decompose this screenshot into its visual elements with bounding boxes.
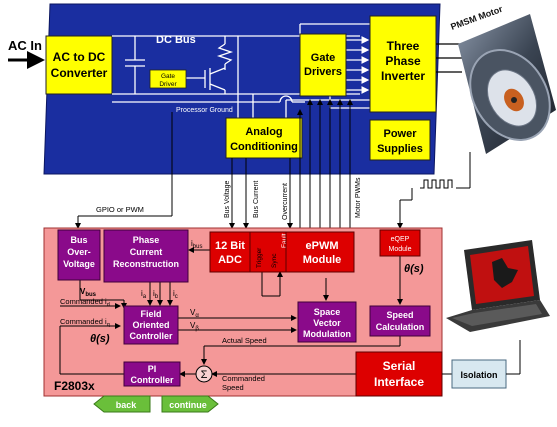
- svm-line1: Space: [314, 307, 341, 317]
- gate-driver-small: Gate Driver: [149, 69, 187, 89]
- svm-line3: Modulation: [303, 329, 351, 339]
- commanded-speed-line1: Commanded: [222, 374, 265, 383]
- epwm-module-block: ePWM Module: [285, 231, 355, 273]
- eqep-line2: Module: [389, 246, 412, 253]
- theta-foc-label: θ(s): [90, 333, 110, 345]
- analog-line2: Conditioning: [230, 141, 298, 153]
- ac-in-input: AC In: [8, 38, 45, 69]
- bus-ov-line3: Voltage: [63, 259, 95, 269]
- phase-current-line2: Current: [130, 247, 163, 257]
- continue-button-label: continue: [169, 400, 207, 410]
- ac-dc-line1: AC to DC: [53, 50, 106, 64]
- adc-line1: 12 Bit: [215, 240, 245, 252]
- foc-block: Field Oriented Controller: [123, 305, 179, 345]
- overcurrent-label: Overcurrent: [282, 183, 289, 220]
- gate-drivers-line1: Gate: [311, 52, 335, 64]
- commanded-id-label: Commanded id: [60, 297, 110, 308]
- gate-driver-small-line2: Driver: [159, 81, 177, 88]
- gate-drivers-block: Gate Drivers: [299, 33, 347, 97]
- phase-current-line1: Phase: [133, 235, 160, 245]
- sum-symbol: Σ: [201, 369, 208, 381]
- pi-controller-block: PI Controller: [123, 361, 181, 387]
- bus-current-label: Bus Current: [253, 181, 260, 218]
- serial-line1: Serial: [383, 359, 416, 373]
- signal-lines: [75, 99, 353, 229]
- controller-wiring: [59, 247, 403, 377]
- summing-junction: Σ: [195, 365, 213, 383]
- ac-dc-converter: AC to DC Converter: [45, 35, 113, 95]
- commanded-speed-line2: Speed: [222, 383, 244, 392]
- foc-line3: Controller: [129, 331, 172, 341]
- phase-current-line3: Reconstruction: [113, 259, 179, 269]
- pmsm-motor-image: PMSM Motor: [397, 4, 556, 229]
- ib-label: ib: [153, 289, 159, 300]
- speed-calc-line1: Speed: [386, 310, 413, 320]
- analog-conditioning-block: Analog Conditioning: [225, 117, 303, 159]
- foc-line1: Field: [140, 309, 161, 319]
- pi-line1: PI: [148, 364, 157, 374]
- eqep-line1: eQEP: [391, 236, 410, 243]
- phase-current-block: Phase Current Reconstruction: [103, 229, 189, 283]
- motor-pwms-label: Motor PWMs: [355, 177, 362, 218]
- adc-block: 12 Bit ADC: [209, 231, 251, 273]
- bus-ov-line1: Bus: [70, 235, 87, 245]
- speed-calc-line2: Calculation: [376, 322, 425, 332]
- vbus-label: Vbus: [80, 287, 97, 298]
- ia-label: ia: [141, 289, 147, 300]
- commanded-iq-label: Commanded iq: [60, 317, 110, 328]
- serial-line2: Interface: [374, 375, 424, 389]
- epwm-line1: ePWM: [306, 240, 339, 252]
- svm-line2: Vector: [313, 318, 341, 328]
- sync-label: Sync: [271, 253, 278, 268]
- eqep-module-block: eQEP Module: [379, 229, 421, 257]
- back-button[interactable]: back: [93, 395, 151, 413]
- dc-bus-label: DC Bus: [156, 34, 196, 46]
- trigger-sync-fault-strip: Trigger Sync Fault: [249, 231, 288, 273]
- gate-driver-arrows: [345, 36, 370, 94]
- bus-overvoltage-block: Bus Over- Voltage: [57, 229, 101, 281]
- back-button-label: back: [116, 400, 138, 410]
- bus-voltage-label: Bus Voltage: [224, 181, 231, 218]
- power-supplies-block: Power Supplies: [369, 119, 431, 161]
- foc-line2: Oriented: [132, 320, 169, 330]
- epwm-line2: Module: [303, 254, 342, 266]
- bus-ov-line2: Over-: [67, 247, 91, 257]
- fault-label: Fault: [281, 233, 288, 248]
- inverter-line1: Three: [387, 39, 420, 53]
- analog-line1: Analog: [245, 126, 282, 138]
- continue-button[interactable]: continue: [161, 395, 219, 413]
- isolation-block: Isolation: [442, 340, 521, 389]
- ac-in-label: AC In: [8, 38, 42, 53]
- power-supplies-line1: Power: [383, 128, 417, 140]
- processor-ground-label: Processor Ground: [176, 107, 233, 114]
- inverter-line3: Inverter: [381, 69, 425, 83]
- theta-eqep-label: θ(s): [404, 263, 424, 275]
- chip-label: F2803x: [54, 379, 95, 393]
- ac-dc-line2: Converter: [51, 66, 108, 80]
- three-phase-inverter: Three Phase Inverter: [369, 15, 437, 113]
- isolation-label: Isolation: [460, 370, 497, 380]
- gpio-pwm-label: GPIO or PWM: [96, 205, 144, 214]
- ic-label: ic: [173, 289, 178, 300]
- speed-calculation-block: Speed Calculation: [369, 305, 431, 337]
- valpha-label: Vα: [190, 308, 199, 319]
- ibus-label: ibus: [191, 239, 202, 250]
- trigger-label: Trigger: [256, 247, 263, 268]
- svm-block: Space Vector Modulation: [297, 301, 357, 343]
- motor-label: PMSM Motor: [449, 4, 504, 32]
- serial-interface-block: Serial Interface: [355, 351, 443, 397]
- pi-line2: Controller: [130, 375, 173, 385]
- gate-driver-small-line1: Gate: [161, 73, 175, 80]
- inverter-line2: Phase: [385, 54, 421, 68]
- vbeta-label: Vβ: [190, 321, 199, 332]
- laptop-image: [446, 240, 550, 332]
- adc-line2: ADC: [218, 254, 242, 266]
- actual-speed-label: Actual Speed: [222, 336, 267, 345]
- gate-drivers-line2: Drivers: [304, 66, 342, 78]
- power-supplies-line2: Supplies: [377, 143, 423, 155]
